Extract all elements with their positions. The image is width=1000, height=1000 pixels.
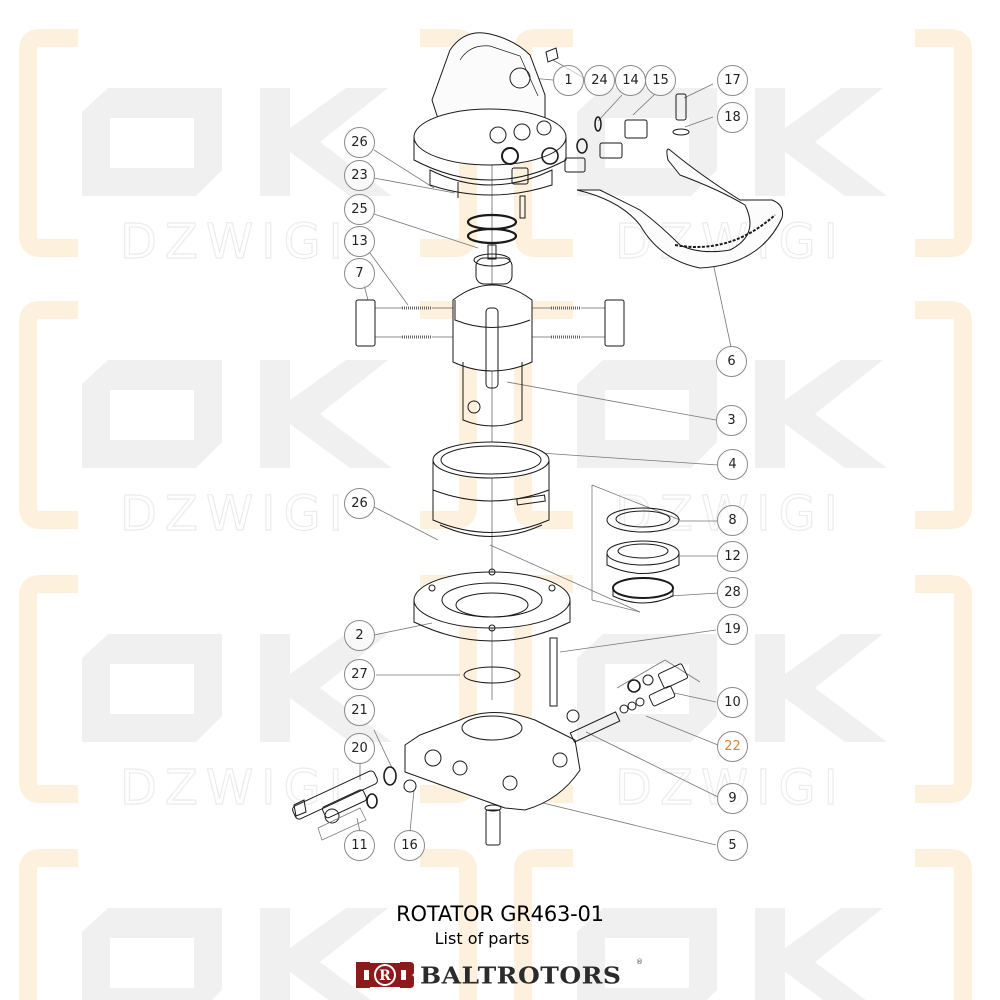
brand-logo: R BALTROTORS ® [356,958,643,990]
callout-label: 1 [564,73,573,88]
callout-25[interactable]: 25 [344,194,375,225]
callout-label: 7 [355,266,364,281]
callout-1[interactable]: 1 [553,65,584,96]
callout-label: 9 [728,791,737,806]
callout-10[interactable]: 10 [717,687,748,718]
callout-label: 4 [728,457,737,472]
document-title: ROTATOR GR463-01 [396,902,604,926]
document-subtitle: List of parts [434,929,530,948]
part-6-guard [576,148,783,269]
callout-4[interactable]: 4 [717,449,748,480]
callout-18[interactable]: 18 [717,102,748,133]
callout-label: 19 [724,622,741,637]
callout-2[interactable]: 2 [344,620,375,651]
part-9-10-22-valve [566,663,689,743]
callout-8[interactable]: 8 [717,505,748,536]
callout-label: 24 [591,73,608,88]
callout-label: 10 [724,695,741,710]
callout-26-lower[interactable]: 26 [344,488,375,519]
callout-21[interactable]: 21 [344,695,375,726]
callout-15[interactable]: 15 [645,65,676,96]
callout-label: 22 [724,739,741,754]
callout-14[interactable]: 14 [615,65,646,96]
callout-22[interactable]: 22 [717,731,748,762]
callout-5[interactable]: 5 [717,830,748,861]
brand-name: BALTROTORS [420,961,622,989]
part-7-vanes [355,299,625,347]
callout-label: 12 [724,549,741,564]
callout-label: 6 [727,354,736,369]
callout-label: 23 [351,168,368,183]
callout-26-upper[interactable]: 26 [344,127,375,158]
callout-label: 26 [351,135,368,150]
callout-11[interactable]: 11 [344,830,375,861]
callout-label: 21 [351,703,368,718]
part-5-bracket [404,712,581,846]
callout-label: 26 [351,496,368,511]
callout-6[interactable]: 6 [716,346,747,377]
callout-label: 2 [355,628,364,643]
callout-label: 3 [727,413,736,428]
callout-9[interactable]: 9 [717,783,748,814]
callout-label: 16 [401,838,418,853]
part-14-15-fittings [457,93,690,219]
callout-label: 15 [652,73,669,88]
callout-12[interactable]: 12 [717,541,748,572]
callout-label: 27 [351,667,368,682]
part-20-11-21-16-pins [292,766,417,841]
callout-label: 28 [724,585,741,600]
leader-lines [356,59,732,846]
callout-27[interactable]: 27 [344,659,375,690]
callout-label: 14 [622,73,639,88]
callout-label: 17 [724,73,741,88]
part-8-12-28-rings [606,507,680,604]
callout-24[interactable]: 24 [584,65,615,96]
part-2-flange [413,568,571,707]
callout-19[interactable]: 19 [717,614,748,645]
part-3-rotor [452,244,533,427]
callout-13[interactable]: 13 [344,226,375,257]
callout-label: 18 [724,110,741,125]
callout-label: 8 [728,513,737,528]
brand-r-emblem-icon: R [356,962,414,988]
part-13-springs [402,306,581,339]
callout-label: 5 [728,838,737,853]
callout-23[interactable]: 23 [344,160,375,191]
part-4-stator [432,441,550,537]
callout-16[interactable]: 16 [394,830,425,861]
callout-7[interactable]: 7 [344,258,375,289]
callout-28[interactable]: 28 [717,577,748,608]
callout-17[interactable]: 17 [717,65,748,96]
callout-20[interactable]: 20 [344,733,375,764]
callout-3[interactable]: 3 [716,405,747,436]
part-1-rotator-housing [413,32,567,196]
callout-label: 20 [351,741,368,756]
callout-label: 13 [351,234,368,249]
callout-label: 11 [351,838,368,853]
callout-label: 25 [351,202,368,217]
svg-text:R: R [379,968,391,984]
registered-mark: ® [636,958,643,966]
